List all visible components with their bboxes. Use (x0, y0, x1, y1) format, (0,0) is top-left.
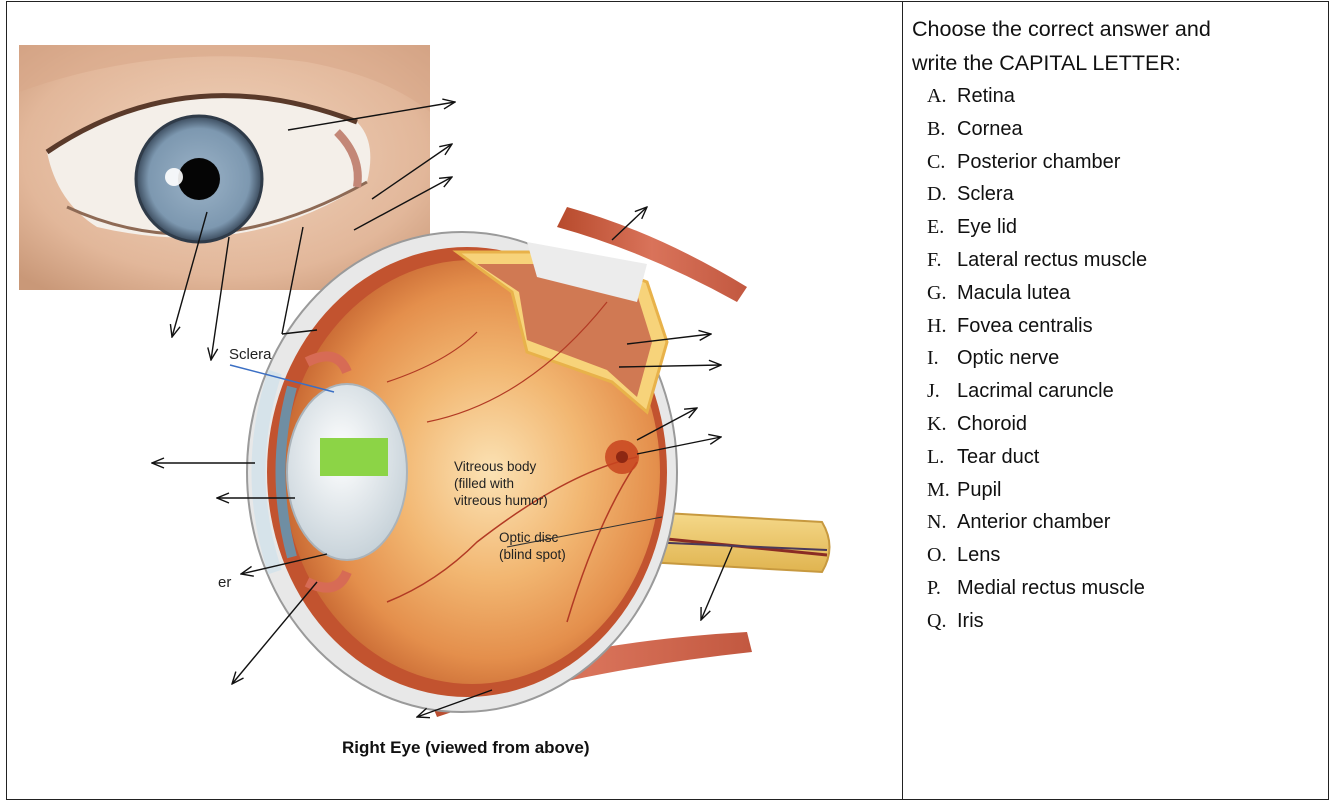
answer-letter: E. (927, 211, 957, 244)
vitreous-label-1: Vitreous body (454, 459, 537, 474)
optic-nerve-graphic (647, 512, 830, 572)
answer-label: Lacrimal caruncle (957, 375, 1114, 408)
answer-option: Q.Iris (927, 605, 1322, 638)
answer-letter: N. (927, 506, 957, 539)
hidden-label-box (320, 438, 388, 476)
answer-option: M.Pupil (927, 474, 1322, 507)
answer-label: Cornea (957, 113, 1023, 146)
answer-letter: P. (927, 572, 957, 605)
answer-option: H.Fovea centralis (927, 310, 1322, 343)
answer-label: Pupil (957, 474, 1001, 507)
answer-option: P.Medial rectus muscle (927, 572, 1322, 605)
column-divider (902, 1, 903, 800)
answer-label: Sclera (957, 178, 1014, 211)
sclera-label: Sclera (229, 346, 272, 363)
answer-label: Posterior chamber (957, 146, 1120, 179)
answer-option: G.Macula lutea (927, 277, 1322, 310)
answer-letter: K. (927, 408, 957, 441)
answer-letter: O. (927, 539, 957, 572)
answer-label: Retina (957, 80, 1015, 113)
answer-option: K.Choroid (927, 408, 1322, 441)
answer-label: Anterior chamber (957, 506, 1110, 539)
answer-option: D.Sclera (927, 178, 1322, 211)
answer-option: A.Retina (927, 80, 1322, 113)
answer-panel: Choose the correct answer and write the … (912, 12, 1322, 638)
answer-option: O.Lens (927, 539, 1322, 572)
answer-option: I.Optic nerve (927, 342, 1322, 375)
answer-letter: G. (927, 277, 957, 310)
answer-option: L.Tear duct (927, 441, 1322, 474)
vitreous-label-3: vitreous humor) (454, 493, 548, 508)
answer-option: F.Lateral rectus muscle (927, 244, 1322, 277)
eye-diagram-svg: Sclera Vitreous body (filled with vitreo… (7, 2, 901, 798)
answer-letter: J. (927, 375, 957, 408)
answer-option: J.Lacrimal caruncle (927, 375, 1322, 408)
answer-option: C.Posterior chamber (927, 146, 1322, 179)
external-eye-photo (19, 45, 430, 290)
answer-letter: I. (927, 342, 957, 375)
answer-label: Lens (957, 539, 1000, 572)
answer-label: Iris (957, 605, 984, 638)
answer-letter: C. (927, 146, 957, 179)
vitreous-label-2: (filled with (454, 476, 514, 491)
eye-diagram: Sclera Vitreous body (filled with vitreo… (7, 2, 901, 798)
answer-letter: B. (927, 113, 957, 146)
answer-option: E.Eye lid (927, 211, 1322, 244)
optic-disc-label-2: (blind spot) (499, 547, 566, 562)
answer-label: Macula lutea (957, 277, 1070, 310)
instruction-line-1: Choose the correct answer and (912, 12, 1322, 46)
answer-label: Lateral rectus muscle (957, 244, 1147, 277)
answer-option: N.Anterior chamber (927, 506, 1322, 539)
answer-letter: Q. (927, 605, 957, 638)
answer-label: Fovea centralis (957, 310, 1093, 343)
optic-disc-label-1: Optic disc (499, 530, 559, 545)
answer-label: Medial rectus muscle (957, 572, 1145, 605)
answer-letter: L. (927, 441, 957, 474)
answer-letter: A. (927, 80, 957, 113)
answer-letter: H. (927, 310, 957, 343)
answer-letter: D. (927, 178, 957, 211)
answer-label: Optic nerve (957, 342, 1059, 375)
answer-label: Tear duct (957, 441, 1039, 474)
answer-letter: M. (927, 474, 957, 507)
partial-label: er (218, 574, 231, 591)
answer-label: Choroid (957, 408, 1027, 441)
diagram-caption: Right Eye (viewed from above) (342, 738, 590, 757)
answer-label: Eye lid (957, 211, 1017, 244)
instruction-line-2: write the CAPITAL LETTER: (912, 46, 1322, 80)
answer-option: B.Cornea (927, 113, 1322, 146)
answer-letter: F. (927, 244, 957, 277)
